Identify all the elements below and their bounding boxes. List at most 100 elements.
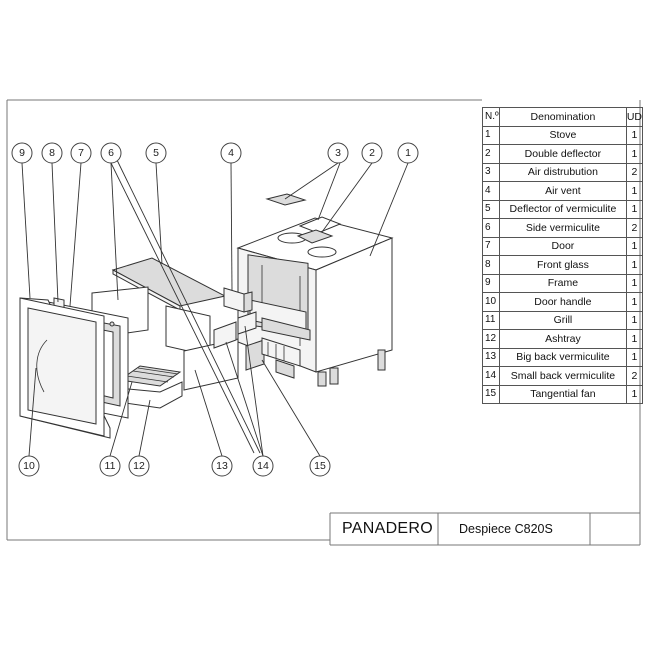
callout-2: 2: [361, 142, 383, 164]
row-denomination: Side vermiculite: [499, 218, 627, 238]
svg-text:4: 4: [228, 147, 234, 159]
svg-text:6: 6: [108, 147, 114, 159]
part-tangential-fan: [245, 337, 301, 379]
row-number: 3: [482, 162, 500, 182]
callout-5: 5: [145, 142, 167, 164]
row-ud: 1: [625, 310, 644, 330]
svg-text:1: 1: [405, 147, 411, 159]
brand-name: PANADERO: [342, 520, 434, 537]
row-number: 15: [482, 384, 500, 404]
row-ud: 2: [625, 218, 644, 238]
row-ud: 1: [625, 329, 644, 349]
callout-6: 6: [100, 142, 122, 164]
row-number: 4: [482, 181, 500, 201]
row-denomination: Frame: [499, 273, 627, 293]
row-denomination: Grill: [499, 310, 627, 330]
leader-lines: [21, 159, 409, 457]
row-denomination: Small back vermiculite: [499, 366, 627, 386]
row-number: 2: [482, 144, 500, 164]
svg-text:13: 13: [216, 460, 228, 472]
row-number: 1: [482, 125, 500, 145]
row-number: 6: [482, 218, 500, 238]
header-ud: UD: [625, 107, 644, 127]
row-number: 12: [482, 329, 500, 349]
svg-text:14: 14: [257, 460, 269, 472]
part-stove: [236, 217, 394, 387]
row-number: 8: [482, 255, 500, 275]
callout-9: 9: [11, 142, 33, 164]
row-ud: 1: [625, 236, 644, 256]
svg-text:10: 10: [23, 460, 35, 472]
model-title: Despiece C820S: [459, 522, 553, 536]
row-ud: 2: [625, 162, 644, 182]
part-frame: [19, 297, 111, 439]
callout-14: 14: [252, 455, 274, 477]
svg-text:9: 9: [19, 147, 25, 159]
row-ud: 1: [625, 273, 644, 293]
header-denomination: Denomination: [499, 107, 627, 127]
row-denomination: Big back vermiculite: [499, 347, 627, 367]
row-number: 13: [482, 347, 500, 367]
svg-text:5: 5: [153, 147, 159, 159]
row-denomination: Deflector of vermiculite: [499, 199, 627, 219]
row-denomination: Front glass: [499, 255, 627, 275]
callout-15: 15: [309, 455, 331, 477]
row-denomination: Door handle: [499, 292, 627, 312]
svg-text:3: 3: [335, 147, 341, 159]
part-air-distribution: [265, 193, 307, 206]
svg-text:7: 7: [78, 147, 84, 159]
row-number: 7: [482, 236, 500, 256]
callout-11: 11: [99, 455, 121, 477]
row-ud: 1: [625, 181, 644, 201]
part-door-handle: [36, 339, 48, 393]
row-denomination: Tangential fan: [499, 384, 627, 404]
row-denomination: Air vent: [499, 181, 627, 201]
row-ud: 1: [625, 347, 644, 367]
callout-10: 10: [18, 455, 40, 477]
svg-text:2: 2: [369, 147, 375, 159]
svg-text:11: 11: [105, 460, 116, 472]
callout-4: 4: [220, 142, 242, 164]
callout-7: 7: [70, 142, 92, 164]
row-number: 9: [482, 273, 500, 293]
row-ud: 1: [625, 384, 644, 404]
row-number: 11: [482, 310, 500, 330]
callout-3: 3: [327, 142, 349, 164]
row-ud: 1: [625, 255, 644, 275]
row-ud: 1: [625, 144, 644, 164]
callout-8: 8: [41, 142, 63, 164]
svg-text:8: 8: [49, 147, 55, 159]
row-denomination: Stove: [499, 125, 627, 145]
part-air-vent: [223, 287, 253, 313]
callout-1: 1: [397, 142, 419, 164]
part-grill: [118, 365, 182, 387]
row-ud: 2: [625, 366, 644, 386]
row-number: 5: [482, 199, 500, 219]
row-denomination: Door: [499, 236, 627, 256]
svg-text:12: 12: [133, 460, 145, 472]
row-number: 14: [482, 366, 500, 386]
row-ud: 1: [625, 125, 644, 145]
callout-12: 12: [128, 455, 150, 477]
parts-table-header: N.º Denomination UD: [482, 107, 644, 127]
row-ud: 1: [625, 292, 644, 312]
row-denomination: Double deflector: [499, 144, 627, 164]
row-denomination: Air distrubution: [499, 162, 627, 182]
svg-text:15: 15: [314, 460, 326, 472]
